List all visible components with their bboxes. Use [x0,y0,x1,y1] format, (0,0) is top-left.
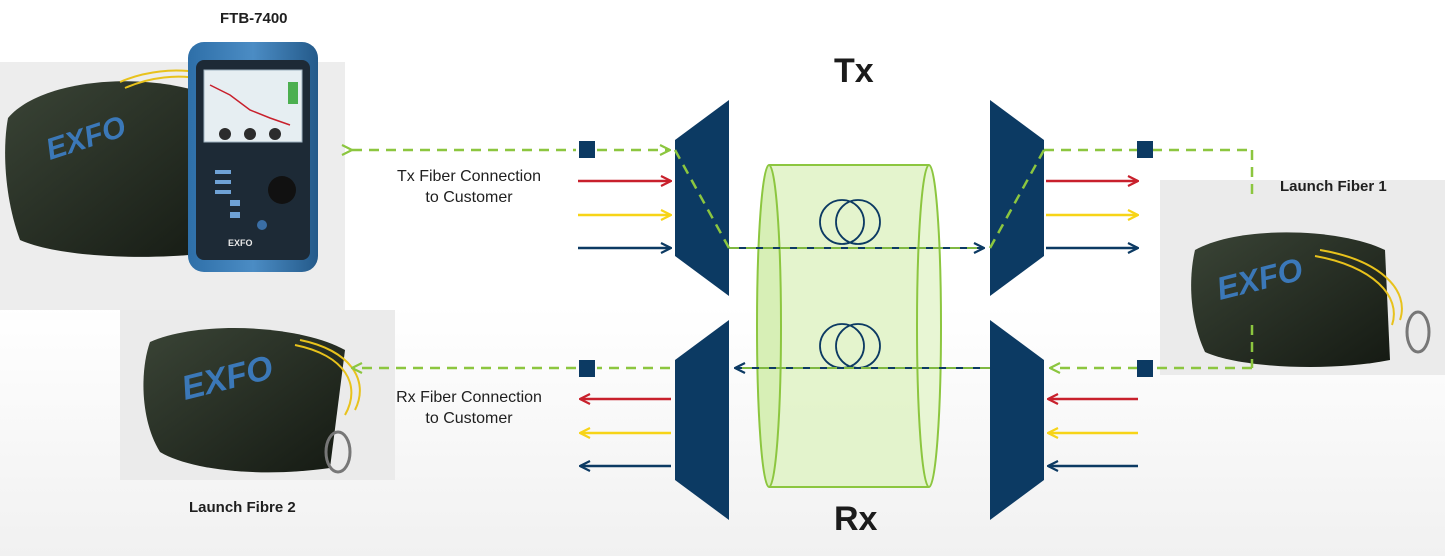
rx-dashed-test-path [352,325,1254,368]
tx-connection-line-1: Tx Fiber Connection [396,168,542,185]
launch-fibre-2-bag: EXFO [143,328,361,474]
connector-icon [1137,360,1153,377]
rx-connection-line-1: Rx Fiber Connection [396,389,542,406]
tx-left-wavelength-arrows [578,181,671,248]
device-label: FTB-7400 [220,10,288,27]
svg-text:EXFO: EXFO [228,238,253,248]
rx-connection-label: Rx Fiber Connection to Customer [384,387,554,429]
rx-heading: Rx [834,500,878,538]
rx-left-demux [675,320,729,520]
launch-fiber-1-label: Launch Fiber 1 [1280,178,1387,195]
tx-connection-label: Tx Fiber Connection to Customer [384,166,554,208]
tx-dashed-test-path [352,150,1254,249]
connector-icon [579,360,595,377]
rx-right-wavelength-arrows [1048,399,1138,466]
ftb-7400-device: EXFO [188,42,318,272]
launch-fibre-2-label: Launch Fibre 2 [189,499,296,516]
connector-icon [1137,141,1153,158]
rx-left-wavelength-arrows [580,399,671,466]
rx-connection-line-2: to Customer [425,410,513,427]
tx-right-wavelength-arrows [1046,181,1138,248]
launch-fiber-1-bag: EXFO [1191,232,1431,367]
fiber-coil-icon [819,199,881,245]
rx-right-mux [990,320,1044,520]
connector-icon [579,141,595,158]
tx-heading: Tx [834,52,874,90]
tx-connection-line-2: to Customer [425,189,513,206]
